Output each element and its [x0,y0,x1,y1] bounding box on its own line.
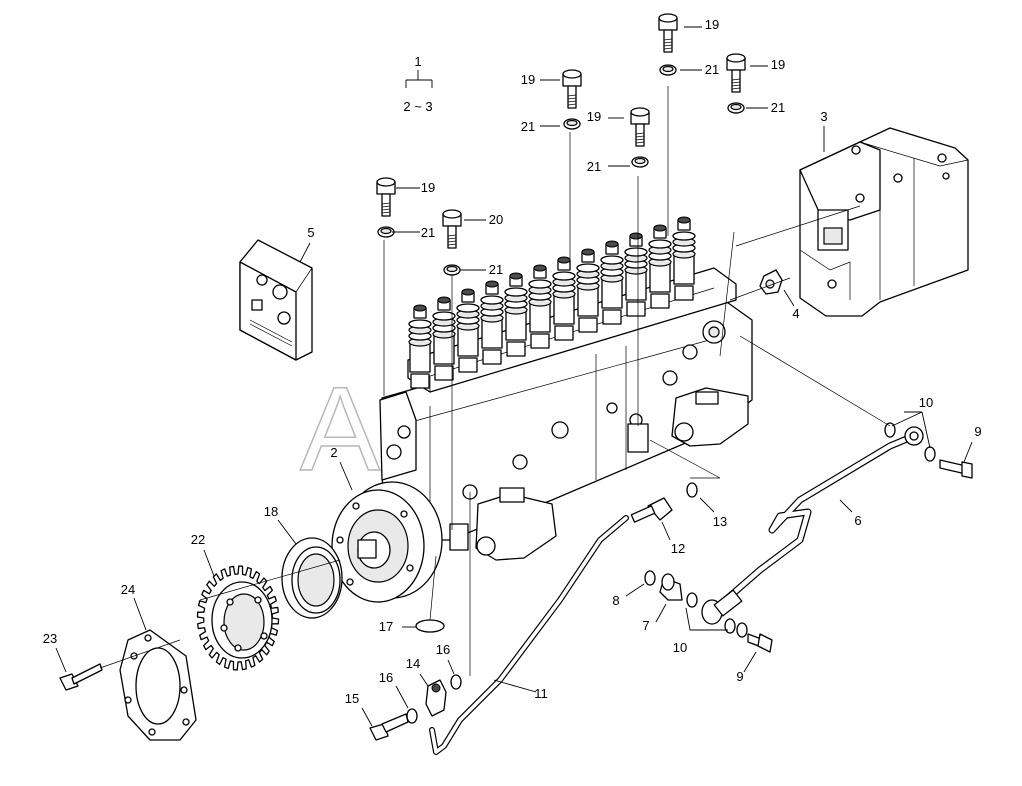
delivery-valve-holder [552,256,576,341]
oil-pipe-6 [701,426,924,625]
delivery-valve-holder [504,272,528,357]
callout-c21e: 21 [421,225,435,240]
callout-c21d: 21 [587,159,601,174]
callout-c10b: 10 [673,640,687,655]
delivery-valve-holder [480,280,504,365]
callout-c15: 15 [345,691,359,706]
delivery-valve-holder [528,264,552,349]
drive-coupling [331,481,443,603]
callout-c8: 8 [612,593,619,608]
banjo-fitting-14 [369,619,462,741]
callout-c5: 5 [307,225,314,240]
callout-c13: 13 [713,514,727,529]
governor-housing [799,127,969,317]
callout-c21c: 21 [521,119,535,134]
delivery-valve-holder [600,240,624,325]
callout-c19b: 19 [771,57,785,72]
callout-c24: 24 [121,582,135,597]
callout-c21f: 21 [489,262,503,277]
bolts-9 [747,459,973,653]
delivery-valve-holder [408,304,432,389]
bolt-washer-pair [442,209,462,276]
callout-c11: 11 [534,686,548,701]
bolt-washer-pair [658,13,678,76]
callout-c17: 17 [379,619,393,634]
callout-c9a: 9 [974,424,981,439]
callout-c3: 3 [820,109,827,124]
callout-c21a: 21 [705,62,719,77]
callout-c19d: 19 [587,109,601,124]
delivery-valve-holder [672,216,696,301]
delivery-valve-holders [408,216,696,389]
callout-c2: 2 [330,445,337,460]
cover-plate [239,239,313,361]
group-label-bottom: 2 ~ 3 [403,99,432,114]
top-bolts [376,13,746,276]
callout-c14: 14 [406,656,420,671]
callout-c10a: 10 [919,395,933,410]
washers-10 [686,422,936,638]
hollow-screw-7 [644,570,683,601]
bolt-washer-pair [726,53,746,114]
oil-seal [281,537,343,619]
callout-c12: 12 [671,541,685,556]
callout-c7: 7 [642,618,649,633]
delivery-valve-holder [432,296,456,381]
gasket-plate [119,629,197,741]
callout-c18: 18 [264,504,278,519]
fuel-pipe-11 [429,515,629,755]
watermark-text: A [300,362,386,496]
callout-c9b: 9 [736,669,743,684]
group-bracket: 1 2 ~ 3 [403,54,432,114]
callout-c19c: 19 [521,72,535,87]
drive-gear [196,565,280,671]
delivery-valve-holder [648,224,672,309]
connector-12 [630,482,698,523]
callout-c19a: 19 [705,17,719,32]
callout-c16b: 16 [379,670,393,685]
callout-c23: 23 [43,631,57,646]
bolt-washer-pair [562,69,582,130]
callout-c20: 20 [489,212,503,227]
callout-c21b: 21 [771,100,785,115]
leader-lines [55,26,973,727]
delivery-valve-holder [624,232,648,317]
delivery-valve-holder [576,248,600,333]
callout-c22: 22 [191,532,205,547]
callout-c6: 6 [854,513,861,528]
plug-4 [759,269,783,295]
bolt-washer-pair [376,177,396,238]
callout-c4: 4 [792,306,799,321]
delivery-valve-holder [456,288,480,373]
callout-c19e: 19 [421,180,435,195]
bolt-washer-pair [630,107,650,168]
group-label-top: 1 [414,54,421,69]
callout-c16a: 16 [436,642,450,657]
bolt-23 [59,663,103,691]
